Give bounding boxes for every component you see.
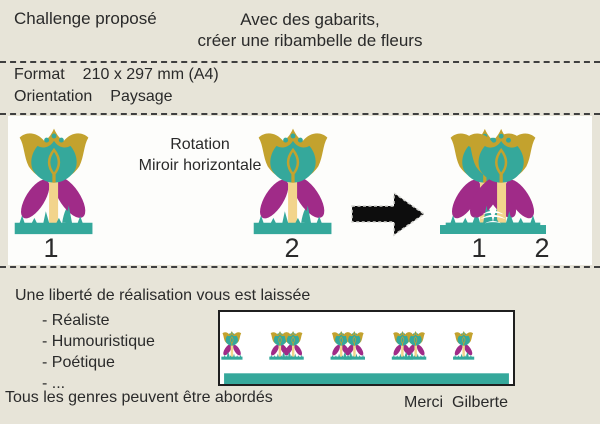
orientation-value: Paysage — [110, 88, 173, 105]
list-item: - Poétique — [42, 354, 115, 371]
freedom-outro: Tous les genres peuvent être abordés — [5, 389, 273, 406]
format-value: 210 x 297 mm (A4) — [82, 66, 219, 83]
list-item: - Réaliste — [42, 312, 110, 329]
source-label-1: 1 — [43, 233, 59, 263]
operation-line-1: Rotation — [170, 136, 230, 153]
source-label-2: 2 — [284, 233, 300, 263]
page-title: Challenge proposé — [14, 9, 157, 28]
list-item: - ... — [42, 375, 66, 392]
tulip-motif-1-icon — [13, 127, 95, 235]
result-label-2: 2 — [534, 233, 550, 263]
format-label: Format — [14, 66, 65, 83]
flower-garland-icon — [220, 314, 509, 384]
dashed-divider — [0, 266, 600, 268]
operation-line-2: Miroir horizontale — [138, 157, 262, 174]
garland-example-box — [218, 310, 515, 386]
operation-label: Rotation Miroir horizontale — [115, 134, 285, 176]
dashed-divider — [0, 61, 600, 63]
tulip-pair-result-icon — [440, 127, 546, 235]
result-label-1: 1 — [471, 233, 487, 263]
format-row: Format 210 x 297 mm (A4) — [14, 66, 219, 84]
orientation-label: Orientation — [14, 88, 93, 105]
arrow-right-icon — [351, 191, 426, 237]
list-item: - Humouristique — [42, 333, 155, 350]
orientation-row: Orientation Paysage — [14, 88, 173, 106]
tulip-motif-2-icon — [252, 127, 334, 235]
thanks-note: Merci Gilberte — [404, 394, 509, 411]
challenge-subtitle: Avec des gabarits, créer une ribambelle … — [150, 9, 470, 51]
subtitle-line-2: créer une ribambelle de fleurs — [197, 31, 423, 50]
dashed-divider — [0, 113, 600, 115]
subtitle-line-1: Avec des gabarits, — [240, 10, 380, 29]
style-list: - Réaliste - Humouristique - Poétique - … — [42, 310, 155, 394]
freedom-intro: Une liberté de réalisation vous est lais… — [15, 287, 311, 304]
